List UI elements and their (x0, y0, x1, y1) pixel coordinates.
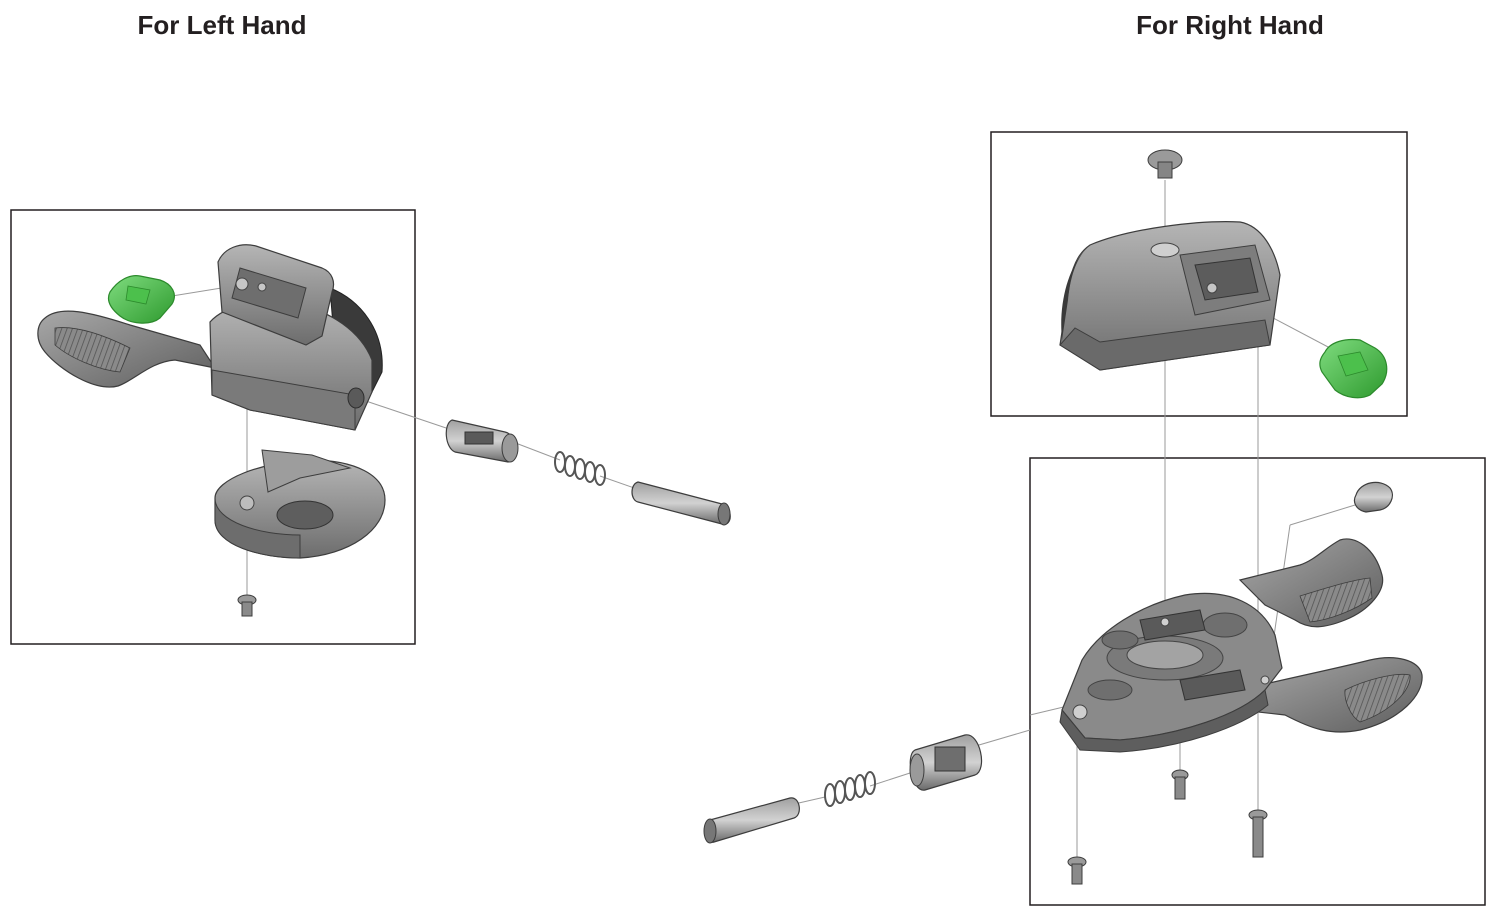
right-cable-sleeve (703, 797, 800, 844)
right-hand-title: For Right Hand (1136, 10, 1324, 40)
right-release-lever (1239, 657, 1423, 733)
right-internal-mechanism (1059, 592, 1283, 753)
left-spring (554, 451, 606, 486)
right-cover-frame (990, 131, 1408, 417)
right-bottom-screw-3 (1067, 856, 1087, 885)
left-screw (237, 594, 257, 617)
right-main-lever (1238, 538, 1384, 628)
right-small-screw (1353, 481, 1393, 513)
right-cover (1059, 221, 1281, 371)
right-cable-adjuster (909, 734, 983, 791)
left-release-lever (37, 310, 217, 388)
right-hand-group (703, 131, 1486, 906)
left-hand-title: For Left Hand (137, 10, 307, 40)
left-shifter-body (209, 244, 383, 431)
left-highlighted-knob[interactable] (107, 275, 175, 324)
left-hand-group (10, 209, 731, 645)
right-bottom-screw-2 (1248, 809, 1268, 858)
right-spring (824, 771, 876, 807)
right-highlighted-knob[interactable] (1319, 338, 1388, 399)
left-base-plate (214, 449, 386, 559)
right-top-screw (1147, 149, 1183, 179)
left-unit-frame (10, 209, 416, 645)
right-bottom-screw-1 (1171, 769, 1189, 800)
left-cable-sleeve (631, 481, 731, 526)
left-cable-adjuster (445, 419, 519, 463)
